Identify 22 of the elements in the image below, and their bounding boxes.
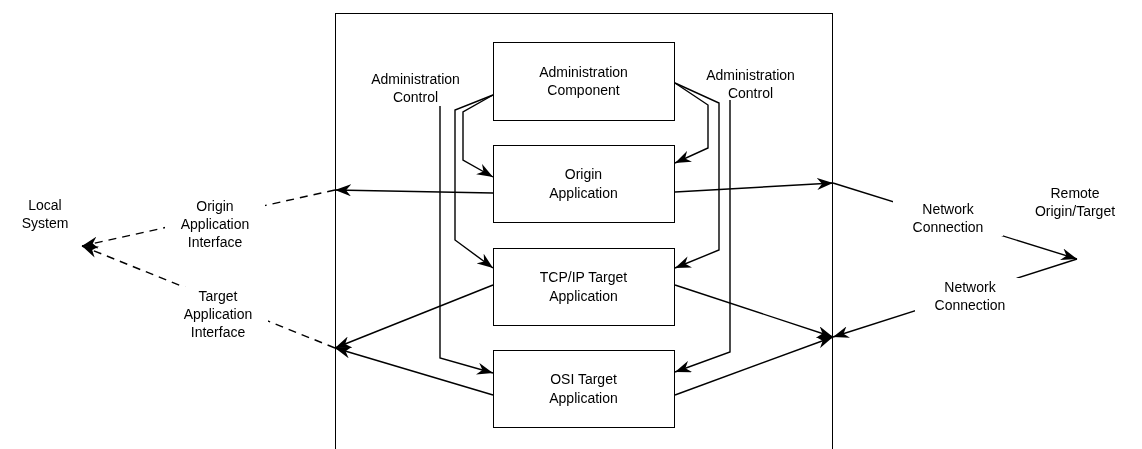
arrow — [334, 346, 494, 396]
arrow — [439, 105, 494, 375]
text-label: Local System — [5, 196, 85, 246]
arrow — [674, 177, 834, 193]
arrow — [462, 94, 494, 178]
arrow — [454, 94, 494, 269]
arrow — [674, 82, 720, 269]
component-box: Origin Application — [492, 144, 675, 223]
component-box: OSI Target Application — [492, 349, 675, 428]
system-boundary-box — [335, 13, 833, 449]
component-box: TCP/IP Target Application — [492, 247, 675, 326]
arrow — [674, 284, 834, 338]
text-label: Remote Origin/Target — [1008, 184, 1142, 259]
arrow — [674, 336, 834, 396]
arrow — [334, 284, 494, 349]
arrow — [674, 82, 709, 164]
text-label: Administration Control — [342, 69, 489, 106]
edge-label: Network Connection — [893, 200, 1003, 237]
component-box: Administration Component — [492, 41, 675, 121]
arrow — [674, 99, 731, 373]
text-label: Administration Control — [685, 65, 816, 100]
arrow — [334, 184, 494, 197]
